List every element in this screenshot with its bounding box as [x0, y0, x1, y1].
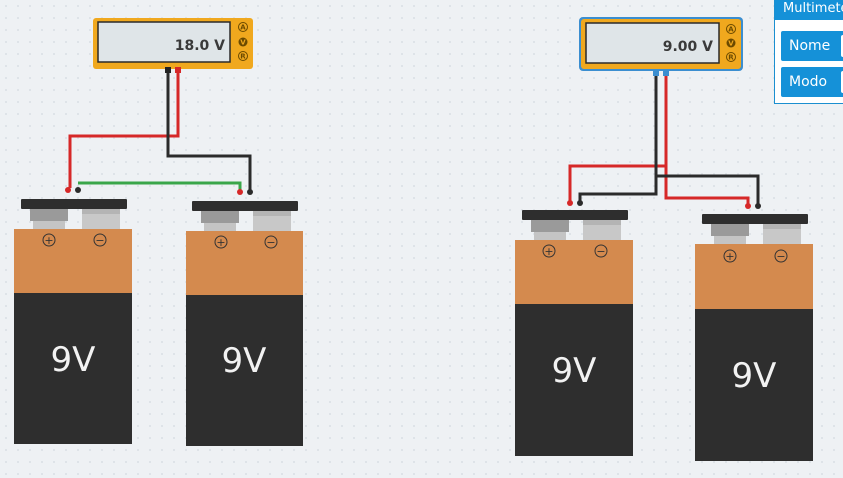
meter-2-reading: 9.00 V — [663, 39, 713, 55]
inspector-row-name-label: Nome — [789, 38, 831, 54]
battery-1-terminal-minus[interactable] — [75, 187, 81, 193]
battery-3[interactable]: + − 9V — [515, 200, 633, 456]
meter-1-probe-v[interactable] — [175, 67, 181, 73]
battery-4-terminal-plus[interactable] — [745, 203, 751, 209]
battery-1-terminal-plus[interactable] — [65, 187, 71, 193]
battery-3-plus: + — [544, 245, 553, 258]
battery-3-minus: − — [596, 245, 605, 258]
battery-1-label: 9V — [51, 340, 96, 380]
wire-red-parallel-b — [664, 166, 750, 205]
meter-1-reading: 18.0 V — [175, 38, 225, 54]
inspector-title: Multimeter — [775, 0, 843, 20]
battery-1[interactable]: + − 9V — [14, 187, 132, 444]
battery-4-plus: + — [725, 250, 734, 263]
inspector-panel: Multimeter Nome Modo — [774, 0, 843, 104]
meter-1-mode-r[interactable]: R — [240, 53, 246, 61]
battery-3-terminal-plus[interactable] — [567, 200, 573, 206]
name-input[interactable] — [841, 35, 843, 57]
inspector-row-name[interactable]: Nome — [781, 31, 843, 61]
battery-1-minus: − — [95, 234, 104, 247]
wire-red-parallel-a — [568, 73, 668, 203]
battery-2[interactable]: + − 9V — [186, 189, 303, 446]
inspector-row-mode-label: Modo — [789, 74, 828, 90]
battery-2-plus: + — [216, 236, 225, 249]
multimeter-1[interactable]: 18.0 V A V R — [93, 18, 253, 73]
multimeter-2[interactable]: 9.00 V A V R — [579, 17, 743, 76]
battery-2-terminal-plus[interactable] — [237, 189, 243, 195]
mode-select[interactable] — [841, 71, 843, 93]
meter-1-mode-a[interactable]: A — [240, 24, 246, 32]
meter-2-mode-v[interactable]: V — [728, 40, 734, 48]
wire-green-series — [78, 181, 242, 192]
battery-1-plus: + — [44, 234, 53, 247]
wire-black-series — [166, 70, 252, 192]
meter-2-probe-com[interactable] — [653, 70, 659, 76]
battery-3-label: 9V — [552, 351, 597, 391]
wires-series[interactable] — [68, 70, 252, 192]
meter-1-probe-com[interactable] — [165, 67, 171, 73]
wire-black-parallel-b — [656, 174, 760, 205]
battery-3-terminal-minus[interactable] — [577, 200, 583, 206]
inspector-row-mode[interactable]: Modo — [781, 67, 843, 97]
wire-black-parallel-a — [578, 73, 658, 203]
wires-parallel[interactable] — [568, 73, 760, 205]
meter-2-mode-a[interactable]: A — [728, 26, 734, 34]
battery-4-label: 9V — [732, 356, 777, 396]
battery-4[interactable]: + − 9V — [695, 203, 813, 461]
battery-4-terminal-minus[interactable] — [755, 203, 761, 209]
meter-2-mode-r[interactable]: R — [728, 54, 734, 62]
battery-4-minus: − — [776, 250, 785, 263]
wire-red-series — [68, 70, 180, 188]
meter-2-probe-v[interactable] — [663, 70, 669, 76]
meter-1-mode-v[interactable]: V — [240, 39, 246, 47]
battery-2-terminal-minus[interactable] — [247, 189, 253, 195]
battery-2-label: 9V — [222, 341, 267, 381]
battery-2-minus: − — [266, 236, 275, 249]
